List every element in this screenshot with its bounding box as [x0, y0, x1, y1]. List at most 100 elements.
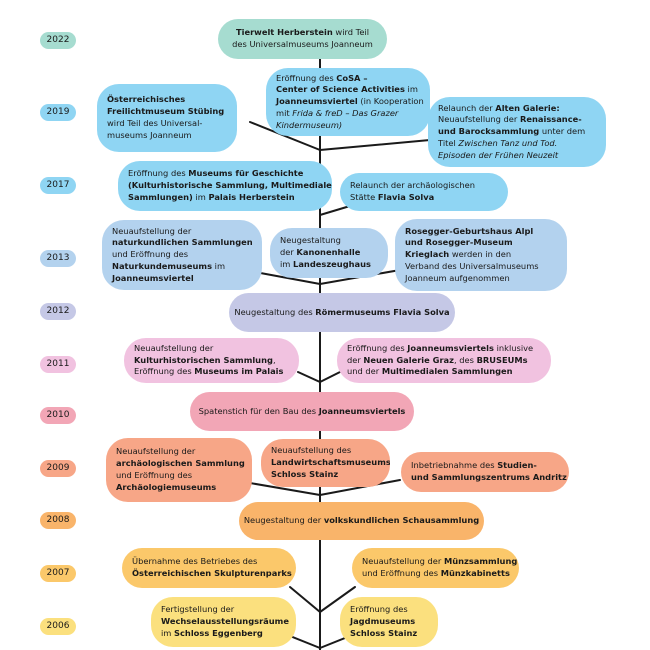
event-text-line: Neuaufstellung des [271, 445, 380, 457]
event-text-line: Eröffnung des [350, 604, 428, 616]
event-text-run: und Rosegger-Museum [405, 237, 513, 248]
event-text-line: Krieglach werden in den [405, 249, 557, 261]
event-text-run: CoSA – [336, 72, 368, 83]
event-text-run: Studien- [497, 460, 537, 471]
event-text-line: Jagdmuseums [350, 616, 428, 628]
event-text-run: Titel [438, 137, 459, 148]
event-text-line: Archäologiemuseums [116, 482, 242, 494]
event-text-run: Flavia Solva [377, 192, 435, 202]
event-text-line: museums Joanneum [107, 130, 227, 142]
branch-2009-left [249, 482, 321, 496]
year-2012: 2012 [40, 303, 76, 320]
event-text-run: und Eröffnung des [362, 568, 441, 578]
event-text-run: Freilichtmuseum Stübing [107, 106, 225, 117]
event-text-run: Kulturhistorischen Sammlung [134, 354, 273, 365]
year-2007: 2007 [40, 565, 76, 582]
event-text-run: Frida & freD – Das Grazer [292, 107, 399, 118]
event-text-run: Neugestaltung [280, 235, 341, 246]
event-text-run: der [280, 247, 297, 258]
event-text-line: Eröffnung des CoSA – [276, 73, 420, 85]
event-text-run: und Barocksammlung [438, 126, 540, 137]
event-text-line: Neuaufstellung der [134, 343, 289, 355]
event-text-run: Rosegger-Geburtshaus Alpl [405, 225, 534, 236]
year-2010: 2010 [40, 407, 76, 424]
event-text-run: im [212, 260, 226, 271]
event-text-run: Eröffnung des [276, 72, 337, 83]
event-text-run: Schloss Eggenberg [174, 627, 263, 638]
event-text-run: Museums im Palais [194, 366, 284, 377]
event-text-run: BRUSEUMs [476, 354, 528, 365]
event-text-run: werden in den [449, 249, 512, 260]
event-text-line: Rosegger-Geburtshaus Alpl [405, 226, 557, 238]
event-text-line: Neugestaltung des Römermuseums Flavia So… [234, 307, 449, 319]
event-text-run: Joanneumsviertels [318, 405, 406, 416]
branch-2009-right [319, 479, 401, 496]
branch-2007-right [319, 586, 356, 613]
event-text-run: Neuaufstellung des [271, 445, 352, 456]
event-text-run: Übernahme des Betriebes des [132, 556, 258, 567]
event-text-line: und Eröffnung des Münzkabinetts [362, 568, 510, 580]
event-text-run: Schloss Stainz [350, 627, 418, 638]
event-text-run: Eröffnung des [128, 168, 189, 179]
event-text-line: naturkundlichen Sammlungen [112, 237, 253, 249]
branch-2019-left [249, 121, 321, 151]
event-text-run: Eröffnung des [134, 366, 195, 377]
event-2010-spatenstich: Spatenstich für den Bau des Joanneumsvie… [190, 392, 414, 431]
event-text-line: Neugestaltung der volkskundlichen Schaus… [244, 515, 479, 527]
event-text-run: im [161, 627, 175, 638]
event-text-run: Landwirtschaftsmuseums [271, 457, 390, 468]
event-text-run: und der [347, 366, 382, 377]
event-text-line: Joanneumsviertel (in Kooperation [276, 96, 424, 108]
event-text-line: mit Frida & freD – Das Grazer [276, 108, 420, 120]
event-text-line: Tierwelt Herberstein wird Teil [236, 27, 369, 39]
event-text-line: Übernahme des Betriebes des [132, 556, 286, 568]
event-text-run: Münzsammlung [443, 556, 518, 567]
event-text-run: Neuaufstellung der [438, 114, 520, 125]
event-text-run: archäologischen Sammlung [116, 458, 245, 469]
event-2008-volkskunde: Neugestaltung der volkskundlichen Schaus… [239, 502, 484, 540]
year-2017: 2017 [40, 177, 76, 194]
event-text-run: Archäologiemuseums [116, 481, 217, 492]
event-text-line: Kulturhistorischen Sammlung, [134, 355, 289, 367]
event-text-run: Krieglach [405, 249, 450, 260]
event-text-line: Inbetriebnahme des Studien- [411, 460, 559, 472]
event-text-run: Jagdmuseums [350, 616, 416, 627]
event-text-line: Stätte Flavia Solva [350, 192, 498, 204]
event-text-run: wird Teil des Universal- [107, 118, 203, 128]
event-text-run: Sammlungen) [128, 191, 193, 202]
event-text-run: Stätte [350, 192, 378, 202]
event-text-run: Wechselausstellungsräume [161, 616, 289, 627]
event-text-run: inklusive [493, 342, 534, 353]
event-text-run: museums Joanneum [107, 129, 192, 140]
event-text-line: Österreichisches [107, 94, 227, 106]
event-text-run: Relaunch der [438, 102, 496, 113]
event-text-line: Neuaufstellung der Renaissance- [438, 114, 596, 126]
event-text-run: (Kulturhistorische Sammlung, Multimedial… [128, 180, 332, 191]
event-text-run: volkskundlichen Schausammlung [323, 515, 480, 526]
event-text-line: und Eröffnung des [116, 470, 242, 482]
year-2011: 2011 [40, 356, 76, 373]
event-text-run: im [280, 258, 294, 269]
event-text-line: Spatenstich für den Bau des Joanneumsvie… [199, 406, 406, 418]
event-text-run: , [272, 354, 276, 365]
event-text-line: Verband des Universalmuseums [405, 261, 557, 273]
event-text-run: naturkundlichen Sammlungen [112, 237, 253, 248]
event-text-line: im Landeszeughaus [280, 259, 378, 271]
event-text-run: Center of Science Activities [276, 84, 405, 95]
event-text-run: Neugestaltung des [234, 306, 316, 317]
event-text-line: Episoden der Frühen Neuzeit [438, 150, 596, 162]
year-2008: 2008 [40, 512, 76, 529]
event-text-line: und Rosegger-Museum [405, 237, 557, 249]
event-text-run: der [347, 354, 364, 365]
event-text-run: Eröffnung des [350, 604, 408, 615]
event-text-line: Eröffnung des Museums für Geschichte [128, 168, 322, 180]
